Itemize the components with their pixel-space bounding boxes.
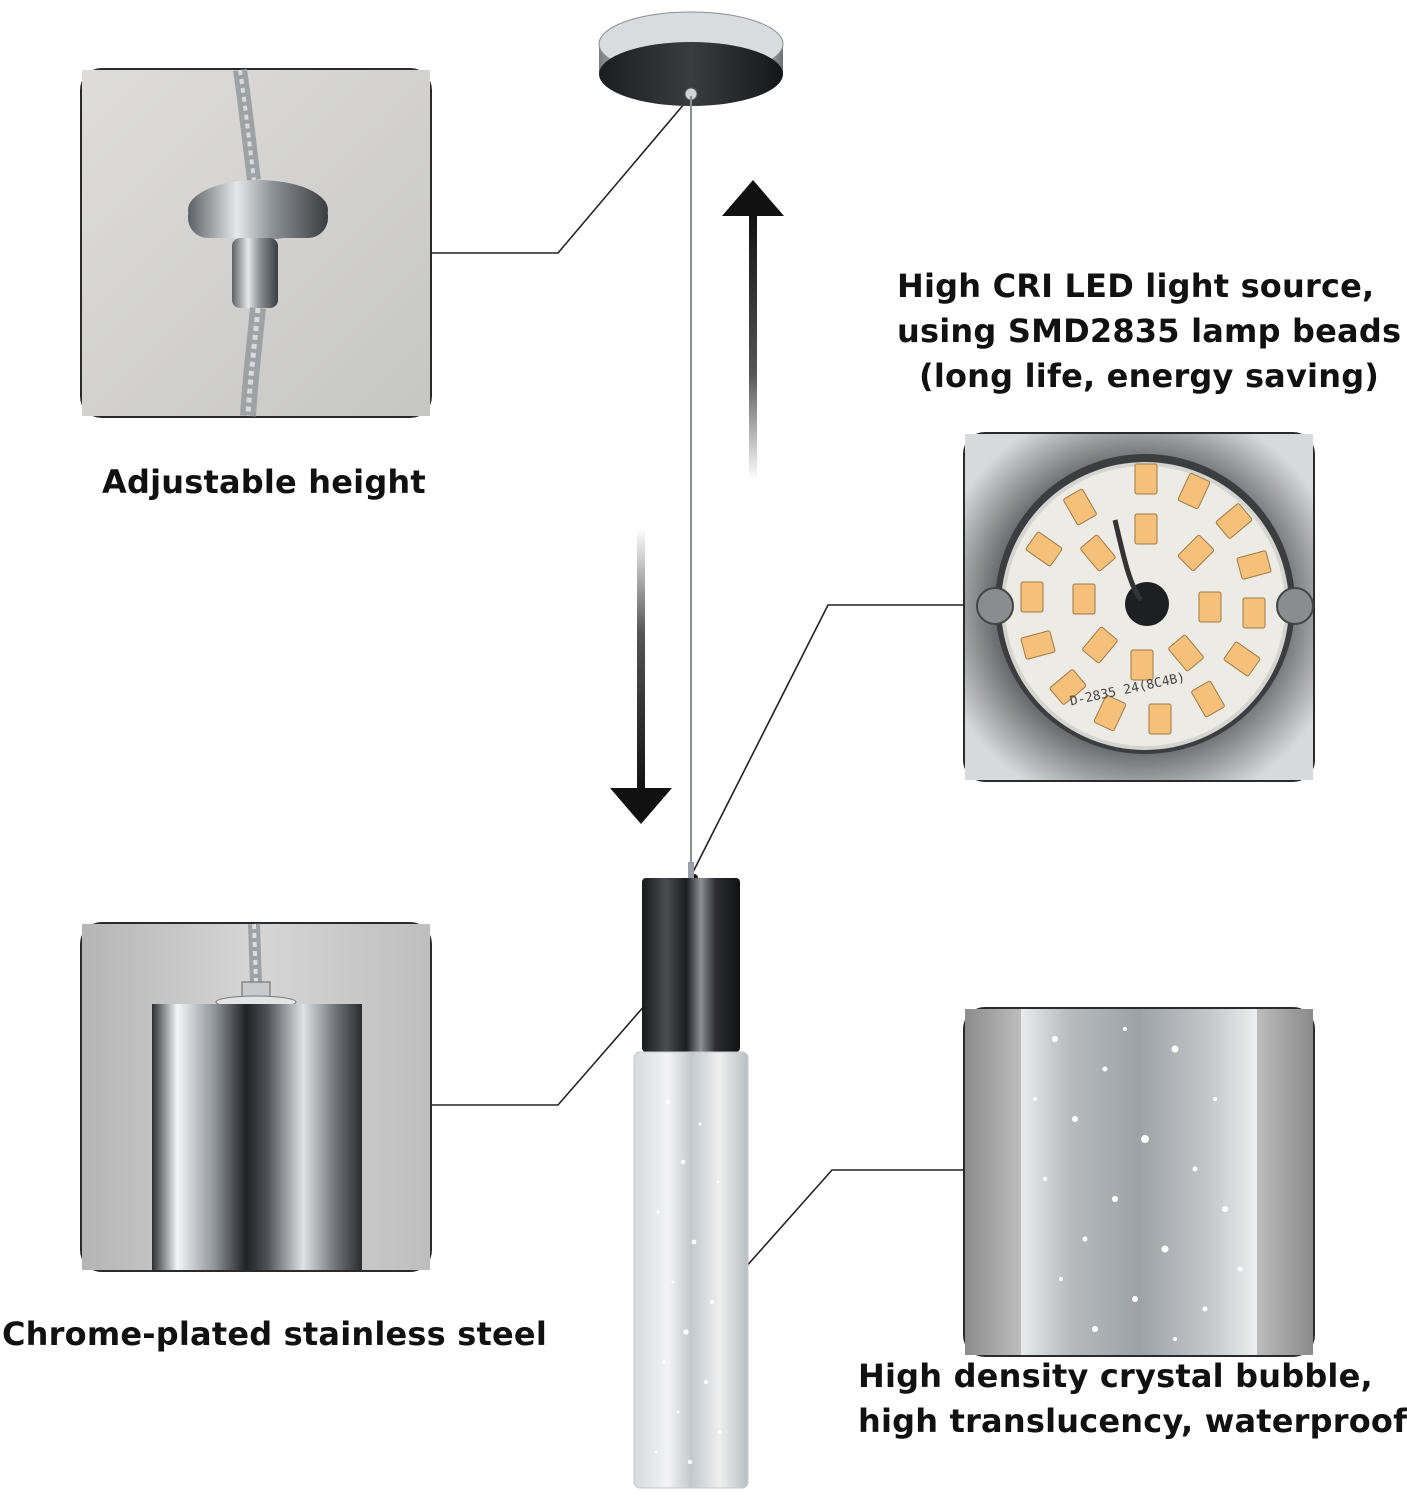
cable-clamp-photo	[80, 68, 432, 418]
led-board: D-2835 24(8C4B)	[965, 434, 1314, 780]
adjustable-height-label: Adjustable height	[102, 463, 426, 501]
crystal-bubble-line-2: high translucency, waterproof	[858, 1402, 1407, 1440]
led-beads-photo: D-2835 24(8C4B)	[963, 432, 1315, 782]
suspension-cable	[690, 96, 692, 876]
chrome-steel-label: Chrome-plated stainless steel	[2, 1315, 547, 1353]
ceiling-canopy	[598, 11, 784, 106]
pendant-lamp	[633, 862, 749, 1489]
chrome-housing-photo	[80, 922, 432, 1272]
led-source-line-1: High CRI LED light source,	[897, 267, 1375, 305]
crystal-bubble-line-1: High density crystal bubble,	[858, 1357, 1373, 1395]
up-arrow-icon	[722, 180, 784, 480]
led-source-line-3: (long life, energy saving)	[919, 357, 1380, 395]
down-arrow-icon	[610, 528, 672, 824]
crystal-bubble-label: High density crystal bubble, high transl…	[858, 1354, 1407, 1444]
led-source-line-2: using SMD2835 lamp beads	[897, 312, 1402, 350]
led-source-label: High CRI LED light source, using SMD2835…	[897, 264, 1401, 399]
crystal-bubble-photo	[963, 1007, 1315, 1357]
